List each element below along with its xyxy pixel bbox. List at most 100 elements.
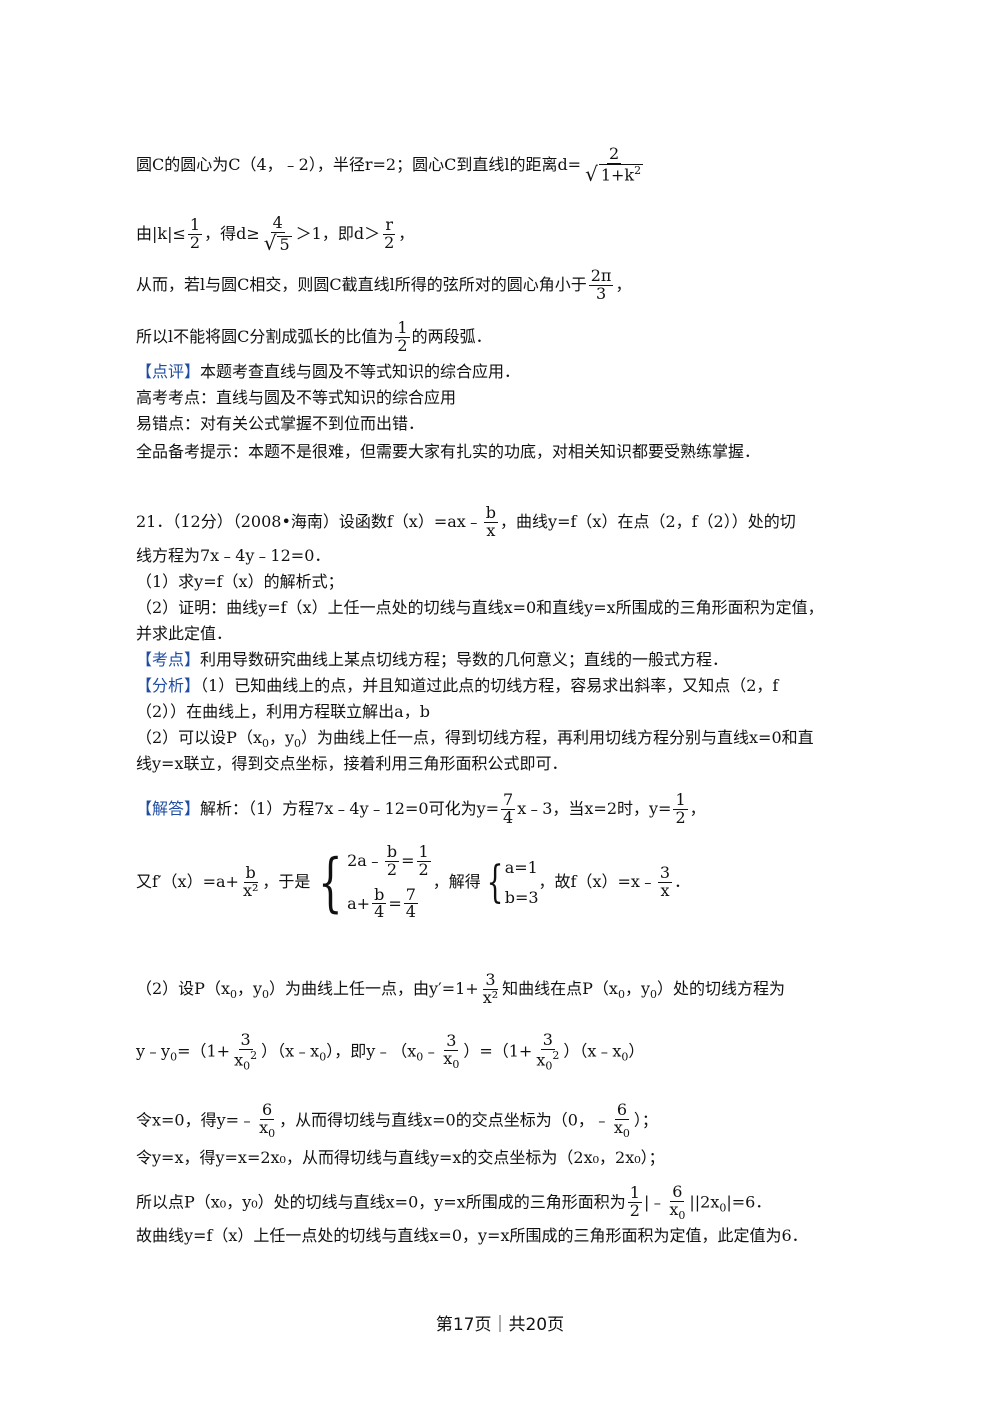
text-run: ， xyxy=(689,798,706,818)
subscript: 0 xyxy=(243,1059,251,1073)
radicand: 5 xyxy=(277,234,292,254)
numerator: 1 xyxy=(187,215,203,235)
numerator: 1 xyxy=(395,318,410,338)
text-run: a+ xyxy=(347,893,371,913)
subscript: 0 xyxy=(545,1059,553,1073)
left-brace: { xyxy=(318,845,343,920)
text-line: （2）可以设P（x0，y0）为曲线上任一点，得到切线方程，再利用切线方程分别与直… xyxy=(136,728,814,754)
text-run: ，y xyxy=(236,978,263,998)
subscript: 0 xyxy=(617,987,625,1001)
subscript: 0 xyxy=(452,1058,460,1072)
fenxi-line: 【分析】（1）已知曲线上的点，并且知道过此点的切线方程，容易求出斜率，又知点（2… xyxy=(136,676,778,696)
text-run: ）（x﹣x xyxy=(563,1041,622,1061)
text-run: 所以点P（x₀，y₀）处的切线与直线x=0，y=x所围成的三角形面积为 xyxy=(136,1192,626,1212)
text-run: ）（x﹣x xyxy=(261,1041,320,1061)
text-run: 圆C的圆心为C（4，﹣2），半径r=2；圆心C到直线l的距离d= xyxy=(136,154,582,174)
numerator: 3 xyxy=(483,970,498,990)
text-line: 线y=x联立，得到交点坐标，接着利用三角形面积公式即可． xyxy=(136,754,568,773)
denominator: 4 xyxy=(374,902,385,922)
text-line: 高考考点：直线与圆及不等式知识的综合应用 xyxy=(136,388,457,407)
denominator: x02 xyxy=(534,1050,561,1072)
denominator: x² xyxy=(482,987,499,1007)
text-run: ），即y﹣（x xyxy=(326,1041,417,1061)
text-line: 全品备考提示：本题不是很难，但需要大家有扎实的功底，对相关知识都要受熟练掌握． xyxy=(136,442,761,461)
page-footer: 第17页｜共20页 xyxy=(435,1315,565,1335)
denominator: 2 xyxy=(629,1201,640,1221)
subscript: 0 xyxy=(622,1126,630,1140)
text-run: x﹣3，当x=2时，y= xyxy=(517,798,672,818)
text-run: （1）已知曲线上的点，并且知道过此点的切线方程，容易求出斜率，又知点（2，f xyxy=(200,676,779,695)
text-run: |=6． xyxy=(726,1192,772,1212)
text-run: ， xyxy=(398,223,415,243)
text-run: ， xyxy=(615,274,632,294)
denominator: x0 xyxy=(667,1199,687,1222)
denominator: 4 xyxy=(503,807,514,827)
den-text: x xyxy=(234,1050,244,1070)
subscript: 0 xyxy=(261,737,269,751)
subscript: 0 xyxy=(262,987,270,1001)
sqrt-sign: √ xyxy=(263,230,277,255)
numerator: 2 xyxy=(607,144,622,164)
text-run: ，从而得切线与直线x=0的交点坐标为（0，﹣ xyxy=(279,1110,610,1130)
text-run: ）=（1+ xyxy=(463,1041,533,1061)
denominator: 2 xyxy=(386,859,398,879)
text-run: 本题考查直线与圆及不等式知识的综合应用． xyxy=(200,362,521,381)
text-run: 21．（12分）（2008•海南）设函数f（x）=ax﹣ xyxy=(136,511,482,531)
text-run: ＞1，即d＞ xyxy=(295,223,381,243)
dianping-tag: 【点评】 xyxy=(136,362,201,381)
denominator: x xyxy=(660,881,670,901)
text-line: 易错点：对有关公式掌握不到位而出错． xyxy=(136,414,425,433)
kaodian-line: 【考点】利用导数研究曲线上某点切线方程；导数的几何意义；直线的一般式方程． xyxy=(136,650,728,670)
den-text: x xyxy=(443,1048,453,1068)
numerator: 7 xyxy=(403,884,418,905)
denominator: x² xyxy=(242,881,259,901)
numerator: 4 xyxy=(270,213,285,233)
text-run: 令x=0，得y=﹣ xyxy=(136,1110,256,1130)
numerator: 1 xyxy=(673,790,688,810)
numerator: 6 xyxy=(670,1182,685,1202)
text-line: （2））在曲线上，利用方程联立解出a，b xyxy=(136,702,430,721)
text-run: ﹣ xyxy=(423,1041,440,1061)
denominator: 3 xyxy=(595,283,607,303)
den-text: x xyxy=(669,1199,679,1219)
subscript: 0 xyxy=(319,1050,327,1064)
denominator: √5 xyxy=(262,230,294,255)
subscript: 0 xyxy=(678,1208,686,1222)
den-text: x xyxy=(259,1117,269,1137)
denominator: 2 xyxy=(418,859,429,879)
subscript: 0 xyxy=(719,1201,727,1215)
text-run: = xyxy=(388,893,402,913)
text-run: ，于是 xyxy=(262,872,311,892)
text-run: =（1+ xyxy=(177,1041,231,1061)
den-text: x xyxy=(613,1117,623,1137)
subscript: 0 xyxy=(416,1050,424,1064)
text-run: 知曲线在点P（x xyxy=(502,978,618,998)
text-run: 由|k|≤ xyxy=(136,223,186,243)
text-line: （1）求y=f（x）的解析式； xyxy=(136,572,344,591)
sqrt-sign: √ xyxy=(585,161,598,186)
fraction: 2√1+k2 xyxy=(583,144,645,186)
text-line: 故曲线y=f（x）上任一点处的切线与直线x=0，y=x所围成的三角形面积为定值，… xyxy=(136,1226,808,1245)
